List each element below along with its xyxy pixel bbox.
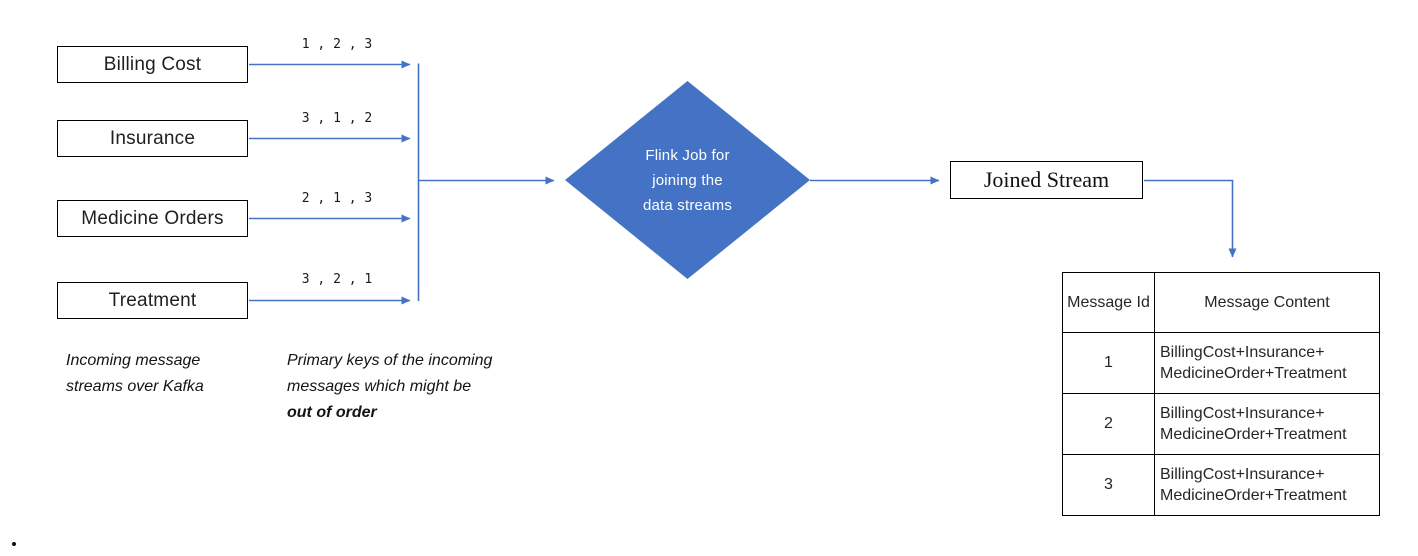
source-box-label: Medicine Orders [81,207,224,229]
source-box-insurance: Insurance [57,120,248,157]
key-sequence-billing-cost: 1 , 2 , 3 [301,37,373,52]
key-sequence-treatment: 3 , 2 , 1 [301,272,373,287]
source-box-billing-cost: Billing Cost [57,46,248,83]
content-line: BillingCost+Insurance+ [1160,405,1325,422]
flink-job-label-line-2: joining the [652,171,723,189]
joined-messages-table: Message Id Message Content 1 BillingCost… [1062,272,1380,516]
content-line: BillingCost+Insurance+ [1160,344,1325,361]
table-row-1: 1 BillingCost+Insurance+ MedicineOrder+T… [1062,332,1380,394]
flink-job-diamond: Flink Job for joining the data streams [565,81,810,279]
cell-message-content: BillingCost+Insurance+ MedicineOrder+Tre… [1154,332,1380,394]
caption-primary-keys: Primary keys of the incoming messages wh… [287,348,499,426]
caption-primary-keys-text: Primary keys of the incoming messages wh… [287,352,493,395]
key-sequence-medicine-orders: 2 , 1 , 3 [301,191,373,206]
table-row-3: 3 BillingCost+Insurance+ MedicineOrder+T… [1062,454,1380,516]
source-box-label: Billing Cost [103,53,202,75]
flink-job-label-line-1: Flink Job for [645,146,730,164]
caption-kafka-streams: Incoming message streams over Kafka [66,352,204,395]
content-line: MedicineOrder+Treatment [1160,365,1347,382]
header-message-id: Message Id [1062,272,1155,333]
source-box-label: Treatment [108,289,197,311]
source-box-label: Insurance [109,127,196,149]
content-line: MedicineOrder+Treatment [1160,487,1347,504]
stray-dot [12,542,16,546]
cell-message-id: 2 [1062,393,1155,455]
header-message-content: Message Content [1154,272,1380,333]
cell-message-id: 3 [1062,454,1155,516]
cell-message-id: 1 [1062,332,1155,394]
joined-stream-box: Joined Stream [950,161,1143,199]
content-line: BillingCost+Insurance+ [1160,466,1325,483]
key-sequence-insurance: 3 , 1 , 2 [301,111,373,126]
joined-stream-to-table-connector [1144,179,1237,258]
table-row-2: 2 BillingCost+Insurance+ MedicineOrder+T… [1062,393,1380,455]
caption-out-of-order-bold: out of order [287,404,377,421]
source-box-treatment: Treatment [57,282,248,319]
source-box-medicine-orders: Medicine Orders [57,200,248,237]
joined-stream-label: Joined Stream [983,167,1110,192]
content-line: MedicineOrder+Treatment [1160,426,1347,443]
cell-message-content: BillingCost+Insurance+ MedicineOrder+Tre… [1154,454,1380,516]
flink-job-label-line-3: data streams [642,196,733,214]
table-header-row: Message Id Message Content [1062,272,1380,333]
cell-message-content: BillingCost+Insurance+ MedicineOrder+Tre… [1154,393,1380,455]
